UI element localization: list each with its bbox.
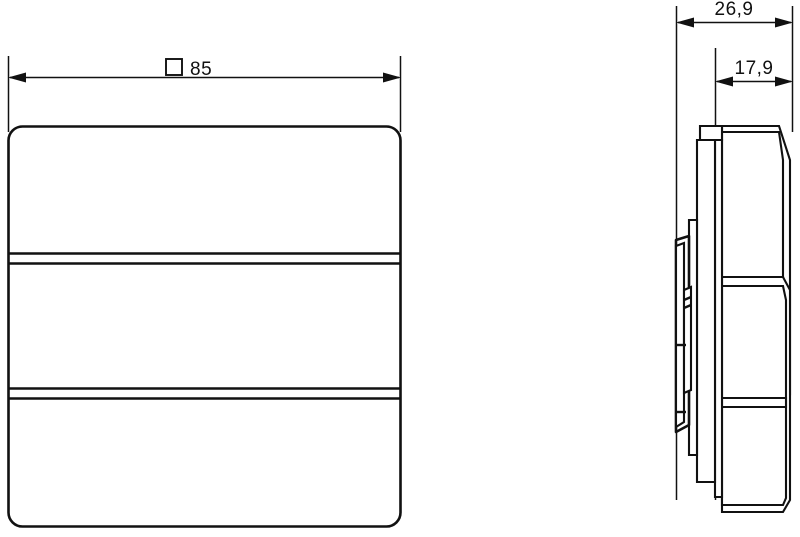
side-partial-depth-arrow-right <box>775 76 793 87</box>
side-total-depth-arrow-left <box>676 17 694 28</box>
side-rear-insert-inner <box>674 241 686 429</box>
side-total-depth-dimension-label: 26,9 <box>715 0 754 20</box>
front-width-dimension-label: 85 <box>190 59 212 80</box>
side-cover-seam-lower-overlay <box>720 396 788 409</box>
side-terminal-groove-lower <box>683 303 692 310</box>
side-mounting-plate <box>695 138 717 484</box>
side-terminal-detail <box>682 285 693 395</box>
side-total-depth-arrow-right <box>775 17 793 28</box>
square-symbol-icon <box>165 58 183 76</box>
front-width-arrow-left <box>8 72 26 83</box>
side-terminal-groove-upper <box>683 295 692 302</box>
side-partial-depth-arrow-left <box>715 76 733 87</box>
side-front-cover-inner-lower <box>720 284 788 507</box>
side-partial-depth-dimension-label: 17,9 <box>735 58 774 79</box>
side-view: 26,9 17,9 <box>674 0 794 514</box>
side-carrier-top-tab <box>698 124 724 142</box>
front-width-arrow-right <box>383 72 401 83</box>
front-body-outline <box>7 125 402 528</box>
front-view: 85 <box>7 56 402 528</box>
